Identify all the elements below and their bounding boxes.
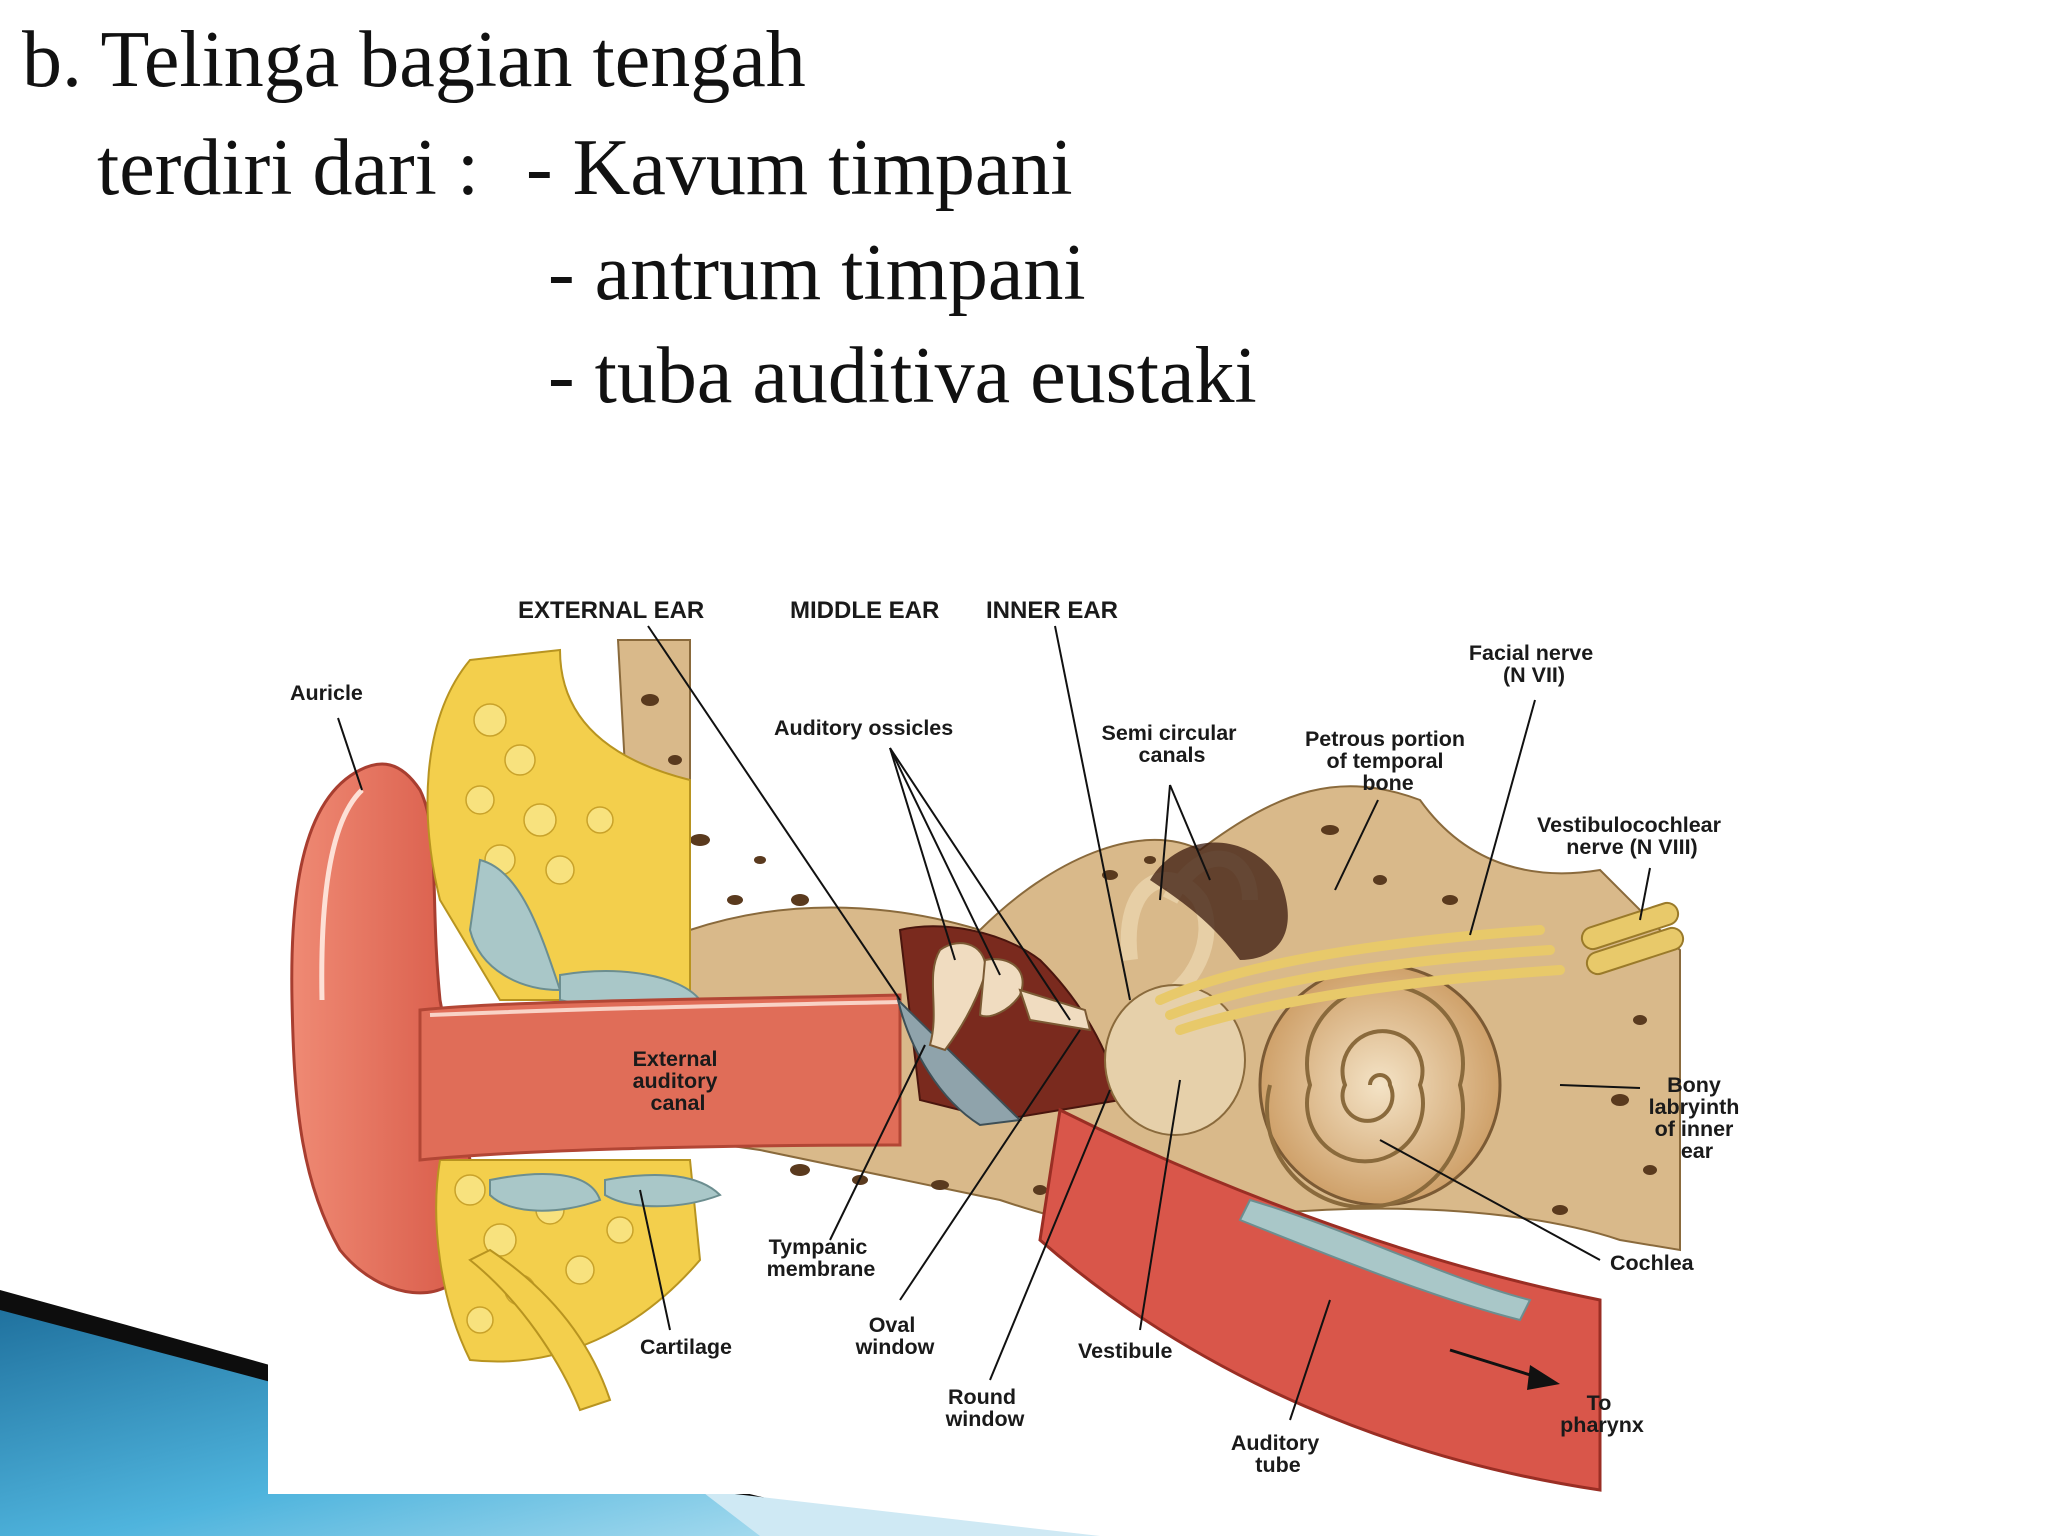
slide-heading: b. Telinga bagian tengah (22, 16, 806, 104)
label-petrous-portion: Petrous portion of temporal bone (1305, 727, 1471, 795)
auditory-tube-shape (1038, 1107, 1602, 1492)
cartilage-lower-2 (604, 1174, 722, 1208)
cochlea-shape (1258, 963, 1502, 1210)
label-bony-labyrinth: Bony labryinth of inner ear (1649, 1073, 1746, 1163)
label-semicircular-canals: Semi circular canals (1101, 721, 1242, 767)
label-facial-nerve: Facial nerve (N VII) (1469, 641, 1599, 687)
auricle-rim (319, 788, 364, 1001)
external-auditory-canal (418, 993, 902, 1162)
ear-lobe (468, 1248, 612, 1412)
label-to-pharynx: To pharynx (1560, 1391, 1644, 1437)
label-auditory-tube: Auditory tube (1231, 1431, 1325, 1477)
label-oval-window: Oval window (855, 1313, 935, 1359)
label-vestibulocochlear-nerve: Vestibulocochlear nerve (N VIII) (1537, 813, 1727, 859)
to-pharynx-arrow (1449, 1348, 1560, 1390)
label-auditory-ossicles: Auditory ossicles (774, 716, 953, 740)
label-cochlea: Cochlea (1610, 1251, 1695, 1275)
list-item-tuba-auditiva: - tuba auditiva eustaki (548, 332, 1257, 420)
canal-inner-wall (429, 1000, 901, 1017)
list-item-kavum-timpani: - Kavum timpani (526, 124, 1073, 212)
tympanic-membrane (896, 996, 1023, 1127)
auditory-tube-cartilage (1238, 1198, 1532, 1322)
list-item-antrum-timpani: - antrum timpani (548, 229, 1086, 317)
cartilage-lower (489, 1173, 602, 1212)
slide-intro: terdiri dari : (97, 124, 480, 212)
label-tympanic-membrane: Tympanic membrane (767, 1235, 876, 1281)
section-label-external-ear: EXTERNAL EAR (518, 597, 704, 624)
auditory-ossicles (928, 942, 1092, 1052)
label-auricle: Auricle (290, 681, 363, 705)
label-vestibule: Vestibule (1078, 1339, 1172, 1363)
vestibulocochlear-nerve-bundle (1155, 925, 1565, 1035)
nerve-stub (1580, 901, 1685, 976)
slide-swoosh-decoration (0, 1290, 1100, 1536)
leader-lines (337, 625, 1651, 1421)
label-cartilage: Cartilage (640, 1335, 732, 1359)
canals-cavity-shadow (1150, 842, 1288, 960)
label-round-window: Round window (945, 1385, 1025, 1431)
section-label-inner-ear: INNER EAR (986, 597, 1118, 624)
section-label-middle-ear: MIDDLE EAR (790, 597, 939, 624)
label-external-auditory-canal: External auditory canal (633, 1047, 724, 1115)
